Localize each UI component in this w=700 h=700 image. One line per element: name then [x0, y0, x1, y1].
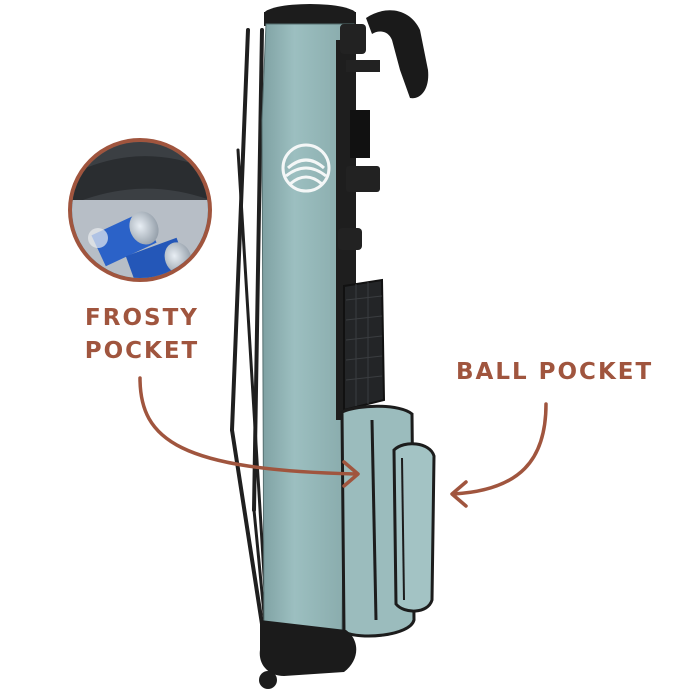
can-icon	[91, 211, 159, 267]
cooler-inset	[68, 138, 212, 282]
carry-handle	[366, 10, 429, 99]
frosty-pocket-label: FROSTY POCKET	[84, 302, 200, 368]
stand-legs	[230, 28, 270, 657]
ball-pocket-zipper	[401, 457, 405, 601]
mesh-pocket	[343, 278, 386, 412]
top-collar	[264, 4, 356, 26]
leg-foot	[259, 671, 277, 689]
frosty-pocket-label-line2: POCKET	[84, 338, 200, 364]
arrow-ball-icon	[450, 402, 548, 508]
mesh-pattern	[345, 282, 383, 406]
bag-base	[259, 620, 357, 676]
ball-pocket-label: BALL POCKET	[456, 359, 654, 385]
ball-pocket-panel	[392, 442, 436, 613]
arrow-frosty-icon	[138, 376, 360, 488]
frosty-pocket-label-line1: FROSTY	[85, 305, 199, 331]
brand-logo-icon	[281, 143, 331, 193]
straps	[338, 24, 380, 250]
cooler-zipper	[370, 419, 378, 621]
